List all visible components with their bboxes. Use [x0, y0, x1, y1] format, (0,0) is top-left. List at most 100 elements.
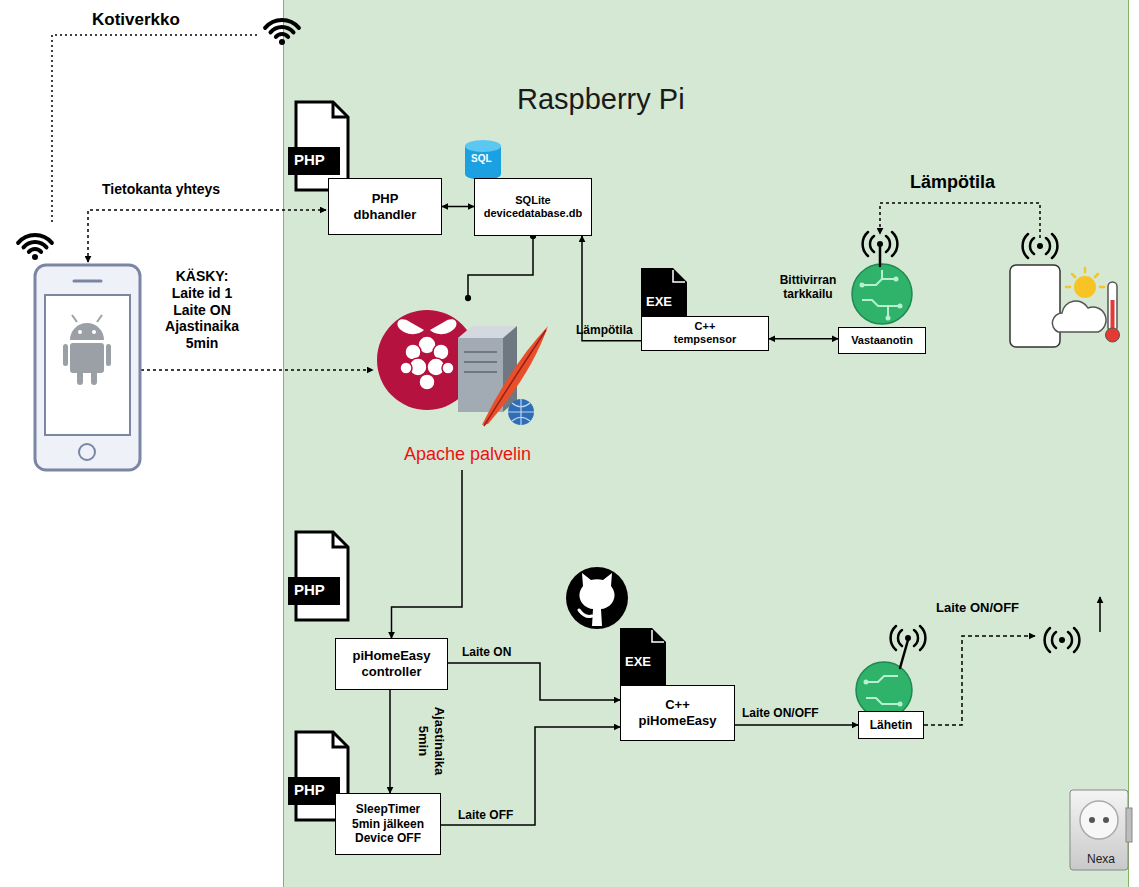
exe-file-icon: [620, 628, 666, 690]
file-type-label: PHP: [294, 781, 325, 799]
panel-title: Raspberry Pi: [517, 82, 685, 117]
github-logo: [566, 567, 628, 629]
apache-raspberry-icon: [482, 326, 548, 425]
apache-raspberry-icon: [484, 330, 546, 426]
file-type-label: EXE: [646, 294, 672, 310]
connector-layer: [390, 207, 1035, 826]
transmitter-chip: [856, 662, 912, 718]
database-icon: [465, 140, 501, 152]
connector-arrow: [389, 690, 391, 793]
exe-file-icon: [652, 630, 664, 642]
receiver-chip: [894, 277, 899, 282]
android-phone: [74, 280, 101, 283]
connector-arrow: [769, 338, 838, 340]
node-text: PHP dbhandler: [344, 191, 426, 222]
android-phone: [35, 265, 140, 470]
transmitter-chip: [856, 662, 912, 718]
github-logo: [566, 567, 628, 629]
receiver-box: Vastaanotin: [838, 327, 926, 354]
smart-socket-node: Nexa: [1035, 620, 1129, 872]
node-text: Nexa: [1087, 852, 1115, 866]
transmitter-box: Lähetin: [858, 711, 924, 739]
apache-raspberry-icon: [377, 310, 548, 426]
command-label: KÄSKY: Laite id 1 Laite ON Ajastinaika 5…: [158, 268, 246, 352]
antenna-symbol: [879, 246, 882, 266]
php-file-icon: [288, 102, 348, 190]
database-box: SQLite devicedatabase.db: [474, 178, 592, 236]
php-file-icon: [333, 732, 348, 747]
transmitter-chip: [866, 676, 900, 704]
wifi-icon: [32, 254, 38, 260]
command-link: [141, 369, 373, 371]
system-panel: Raspberry Pi PHP dbhandler SQLite deviceda…: [283, 0, 1129, 887]
wifi-icon: [265, 20, 299, 28]
php-file-icon: [333, 532, 348, 547]
weather-icon: [1052, 301, 1106, 332]
smart-plug: [1126, 808, 1132, 842]
antenna-symbol: [1045, 628, 1080, 652]
connector-arrow: [442, 206, 474, 208]
connector-arrow: [468, 236, 533, 298]
android-phone: [72, 315, 77, 322]
apache-raspberry-icon: [508, 399, 534, 425]
php-file-icon: [333, 102, 348, 117]
android-phone: [70, 343, 104, 373]
github-logo: [579, 573, 614, 626]
android-phone: [78, 330, 82, 334]
smart-plug: [1089, 817, 1095, 823]
connector-arrow: [924, 636, 1035, 725]
connector-label: Laite ON/OFF: [742, 706, 819, 720]
web-server-node: Apache palvelin: [375, 298, 560, 470]
node-text: Lähetin: [870, 718, 913, 732]
github-logo: [579, 610, 592, 617]
php-file-icon: [296, 102, 348, 190]
node-text: SleepTimer 5min jälkeen Device OFF: [342, 802, 434, 845]
transmitter-chip: [898, 702, 903, 707]
node-text: Vastaanotin: [851, 334, 913, 347]
android-phone: [35, 265, 140, 470]
apache-raspberry-icon: [400, 362, 412, 374]
node-text: C++ tempsensor: [665, 320, 745, 346]
connector-label: Bittivirran tarkkailu: [768, 273, 848, 302]
connector-arrow: [735, 724, 858, 726]
android-phone: [92, 330, 96, 334]
php-script-box: piHomeEasy controller: [335, 638, 448, 690]
antenna-symbol: [1059, 637, 1065, 643]
node-text: SQLite devicedatabase.db: [481, 194, 585, 220]
receiver-chip: [852, 264, 912, 324]
file-type-label: SQL: [471, 153, 492, 165]
receiver-chip: [898, 304, 903, 309]
android-phone: [45, 295, 130, 435]
network-label: Kotiverkko: [92, 10, 180, 30]
node-text: Apache palvelin: [404, 444, 531, 466]
file-type-label: PHP: [294, 151, 325, 169]
connector-arrow: [448, 663, 620, 700]
apache-raspberry-icon: [464, 371, 497, 373]
program-box: C++ tempsensor: [641, 316, 769, 351]
php-file-icon: [288, 147, 340, 175]
apache-raspberry-icon: [464, 351, 497, 353]
receiver-chip: [862, 270, 900, 318]
weather-icon: [1074, 276, 1096, 298]
weather-icon: [1052, 268, 1119, 342]
wifi-icon: [29, 249, 41, 252]
smart-plug: [1103, 817, 1109, 823]
signal-arrow: [1099, 597, 1101, 632]
wifi-icon: [24, 242, 47, 247]
signal-label: Lämpötila: [910, 172, 995, 194]
temperature-sensor: [1010, 265, 1060, 347]
receiver-chip: [852, 264, 912, 324]
connector-label: Laite ON: [462, 645, 511, 659]
smart-plug: [1070, 790, 1128, 870]
android-phone: [79, 444, 95, 460]
wifi-icon: [271, 27, 294, 32]
connector-arrow: [441, 727, 620, 825]
connector-arrow: [392, 470, 463, 638]
antenna-symbol: [877, 241, 883, 247]
antenna-symbol: [863, 232, 898, 266]
android-phone: [63, 344, 68, 366]
wifi-icon: [265, 20, 299, 45]
node-text: C++ piHomeEasy: [632, 697, 724, 728]
exe-file-icon: [673, 270, 685, 282]
